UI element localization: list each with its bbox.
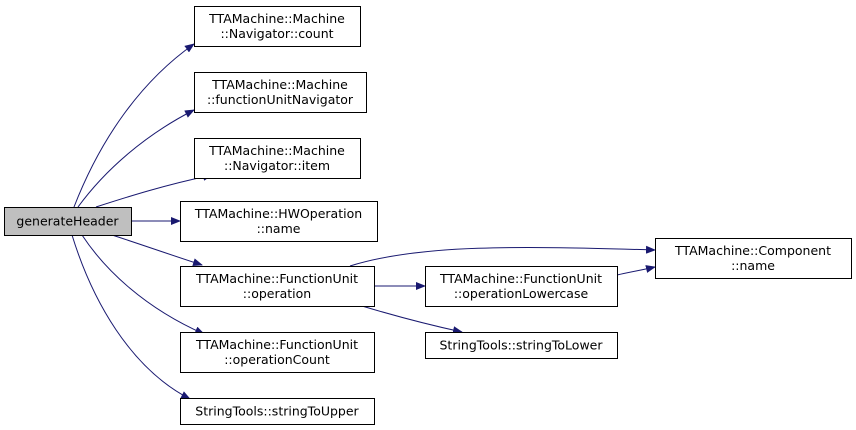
node-box <box>655 238 852 279</box>
node-label: TTAMachine::FunctionUnit <box>195 271 358 286</box>
node-navigator_item[interactable]: TTAMachine::Machine::Navigator::item <box>194 138 361 179</box>
edges <box>71 43 656 400</box>
edge-fu_operation-to-component_name <box>349 245 656 267</box>
node-box <box>194 138 361 179</box>
node-fu_operationLowercase[interactable]: TTAMachine::FunctionUnit::operationLower… <box>425 266 618 307</box>
node-label: TTAMachine::Machine <box>208 11 345 26</box>
node-stringToUpper[interactable]: StringTools::stringToUpper <box>180 398 375 425</box>
node-label: ::operationLowercase <box>454 286 589 301</box>
node-label: ::Navigator::item <box>224 158 330 173</box>
edge-generateHeader-to-fu_operation <box>111 234 203 267</box>
node-functionUnitNavigator[interactable]: TTAMachine::Machine::functionUnitNavigat… <box>194 72 367 113</box>
node-box <box>180 201 378 242</box>
node-label: ::operationCount <box>224 352 330 367</box>
node-fu_operationCount[interactable]: TTAMachine::FunctionUnit::operationCount <box>180 332 375 373</box>
node-hwoperation_name[interactable]: TTAMachine::HWOperation::name <box>180 201 378 242</box>
node-label: ::operation <box>243 286 311 301</box>
edge-generateHeader-to-functionUnitNavigator <box>77 109 195 208</box>
node-label: TTAMachine::FunctionUnit <box>195 337 358 352</box>
node-label: TTAMachine::FunctionUnit <box>439 271 602 286</box>
node-label: TTAMachine::HWOperation <box>194 206 362 221</box>
node-box <box>194 6 361 47</box>
nodes: generateHeader TTAMachine::Machine::Navig… <box>4 6 852 425</box>
node-box <box>194 72 367 113</box>
node-label: TTAMachine::Machine <box>211 77 348 92</box>
node-label: ::name <box>731 258 775 273</box>
node-generateHeader[interactable]: generateHeader <box>4 207 132 236</box>
node-fu_operation[interactable]: TTAMachine::FunctionUnit::operation <box>180 266 375 307</box>
node-label: ::name <box>257 221 301 236</box>
node-component_name[interactable]: TTAMachine::Component::name <box>655 238 852 279</box>
node-label: StringTools::stringToUpper <box>195 404 359 419</box>
edge-fu_operation-to-stringToLower <box>361 305 463 335</box>
edge-generateHeader-to-fu_operationCount <box>81 234 205 335</box>
node-label: ::Navigator::count <box>220 26 333 41</box>
node-label: generateHeader <box>16 214 119 229</box>
edge-generateHeader-to-navigator_count <box>73 43 195 208</box>
node-box <box>425 332 618 359</box>
node-box <box>425 266 618 307</box>
node-label: TTAMachine::Machine <box>208 143 345 158</box>
node-label: ::functionUnitNavigator <box>207 92 354 107</box>
node-box <box>180 332 375 373</box>
node-box <box>180 266 375 307</box>
edge-generateHeader-to-stringToUpper <box>71 234 191 400</box>
node-navigator_count[interactable]: TTAMachine::Machine::Navigator::count <box>194 6 361 47</box>
node-label: StringTools::stringToLower <box>439 338 603 353</box>
edge-fu_operationLowercase-to-component_name <box>616 265 656 276</box>
node-box <box>180 398 375 425</box>
node-label: TTAMachine::Component <box>674 243 831 258</box>
node-box <box>4 207 132 236</box>
node-stringToLower[interactable]: StringTools::stringToLower <box>425 332 618 359</box>
